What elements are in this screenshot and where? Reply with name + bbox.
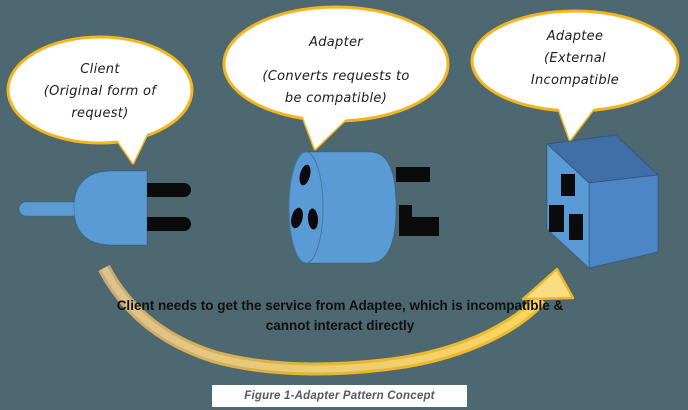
adapter-bubble-text: Adapter (Converts requests to be compati… (226, 32, 446, 110)
flow-note: Client needs to get the service from Ada… (99, 296, 581, 336)
client-bubble-title: Client (80, 62, 120, 77)
adaptee-bubble-text: Adaptee (External Incompatible (489, 26, 661, 92)
caption-bar: Figure 1-Adapter Pattern Concept (212, 385, 467, 407)
socket-box-icon (545, 134, 660, 270)
adaptee-bubble-title: Adaptee (546, 29, 604, 44)
adapter-bubble-line: (Converts requests to (262, 69, 410, 84)
client-bubble-ellipse (6, 35, 194, 145)
caption-text: Figure 1-Adapter Pattern Concept (244, 390, 435, 402)
box-hole-bottom-right (569, 214, 583, 240)
plug-prong-bottom (146, 217, 191, 231)
box-right-face (588, 174, 659, 269)
client-bubble-text: Client (Original form of request) (15, 59, 185, 125)
adapter-bubble-title: Adapter (309, 35, 363, 50)
adaptee-bubble-line: Incompatible (530, 73, 620, 88)
box-hole-top (561, 174, 575, 196)
client-bubble-tail-cover (113, 130, 149, 163)
power-plug-icon (18, 170, 191, 246)
plug-cord (18, 201, 84, 217)
client-bubble-line: request) (71, 106, 129, 121)
adapter-speech-bubble (222, 5, 450, 151)
client-speech-bubble (6, 35, 194, 165)
adapter-cylinder-face (288, 151, 324, 264)
plug-body (73, 170, 148, 246)
flow-note-line1: Client needs to get the service from Ada… (116, 298, 564, 313)
adapter-hole-top (299, 164, 311, 186)
flow-note-line2: cannot interact directly (265, 318, 415, 333)
adaptee-bubble-tail-cover (557, 104, 595, 140)
adapter-prong-bottom (399, 205, 439, 236)
adapter-hole-bottom-left (291, 207, 303, 229)
arrow-head (521, 267, 575, 301)
box-hole-bottom-left (549, 205, 564, 232)
adapter-prong-top (396, 167, 430, 182)
client-bubble-line: (Original form of (43, 84, 157, 99)
adapter-hole-bottom-right (307, 208, 319, 230)
adapter-bubble-line: be compatible) (284, 91, 388, 106)
adaptee-bubble-line: (External (544, 51, 606, 66)
adapter-bubble-tail-cover (301, 112, 347, 149)
plug-prong-top (146, 183, 191, 197)
arrow-band-core (100, 266, 544, 373)
adapter-cylinder-plug-icon (288, 151, 439, 264)
curved-arrow-icon (98, 264, 575, 376)
adaptee-speech-bubble (470, 9, 680, 142)
